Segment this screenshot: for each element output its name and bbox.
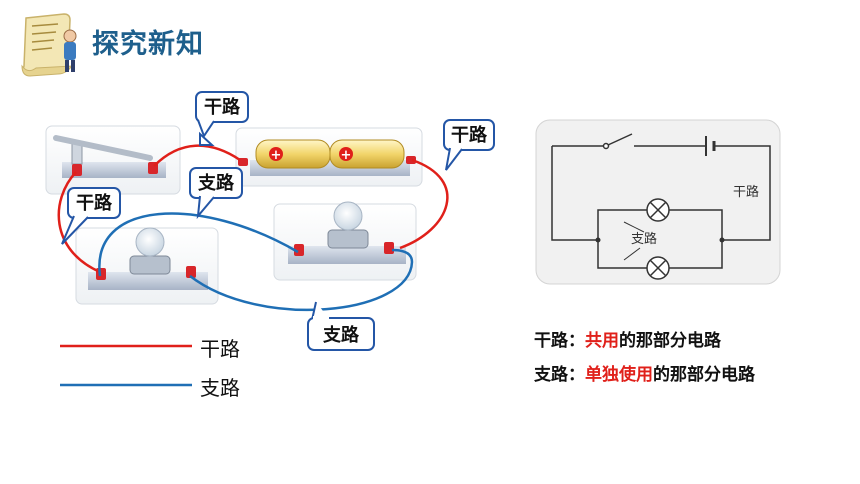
trunk-wire-top	[153, 144, 241, 167]
circuit-schematic: 干路 支路	[535, 119, 781, 285]
callout-branch-bottom: 支路	[307, 301, 375, 351]
scroll-reader-icon	[21, 13, 77, 77]
callout-branch-top: 支路	[189, 167, 243, 220]
bulb-photo-left	[75, 227, 219, 305]
trunk-wire-left	[57, 171, 101, 274]
svg-text:支路: 支路	[322, 324, 360, 346]
branch-wire-top	[98, 212, 299, 277]
circuit-photo: + + 干路 干路	[45, 91, 495, 351]
legend-lines	[60, 344, 192, 387]
definition-branch: 支路：单独使用的那部分电路	[534, 360, 755, 385]
definition-trunk-term: 干路：	[534, 331, 585, 351]
svg-text:支路: 支路	[197, 172, 235, 194]
svg-text:干路: 干路	[451, 124, 488, 146]
definition-branch-highlight: 单独使用	[585, 365, 653, 385]
bulb-photo-right	[273, 201, 417, 281]
definition-branch-rest: 的那部分电路	[653, 365, 755, 385]
definition-trunk: 干路：共用的那部分电路	[534, 326, 721, 351]
branch-wire-bottom	[189, 248, 414, 312]
callout-trunk-left: 干路	[61, 187, 121, 245]
definition-branch-term: 支路：	[534, 365, 585, 385]
svg-text:干路: 干路	[76, 192, 113, 214]
schematic-trunk-label: 干路	[733, 184, 759, 200]
battery-plus-2: +	[341, 148, 352, 163]
trunk-wire-right	[399, 158, 449, 250]
callout-trunk-top: 干路	[195, 91, 249, 146]
battery-photo: + +	[235, 127, 423, 187]
svg-text:干路: 干路	[204, 96, 241, 118]
legend-trunk-label: 干路	[200, 337, 240, 361]
page-title: 探究新知	[92, 29, 204, 60]
callout-trunk-right: 干路	[443, 119, 495, 171]
legend-branch-label: 支路	[200, 376, 240, 400]
battery-plus-1: +	[271, 148, 282, 163]
schematic-branch-label: 支路	[631, 231, 657, 247]
definition-trunk-highlight: 共用	[585, 331, 619, 351]
definition-trunk-rest: 的那部分电路	[619, 331, 721, 351]
